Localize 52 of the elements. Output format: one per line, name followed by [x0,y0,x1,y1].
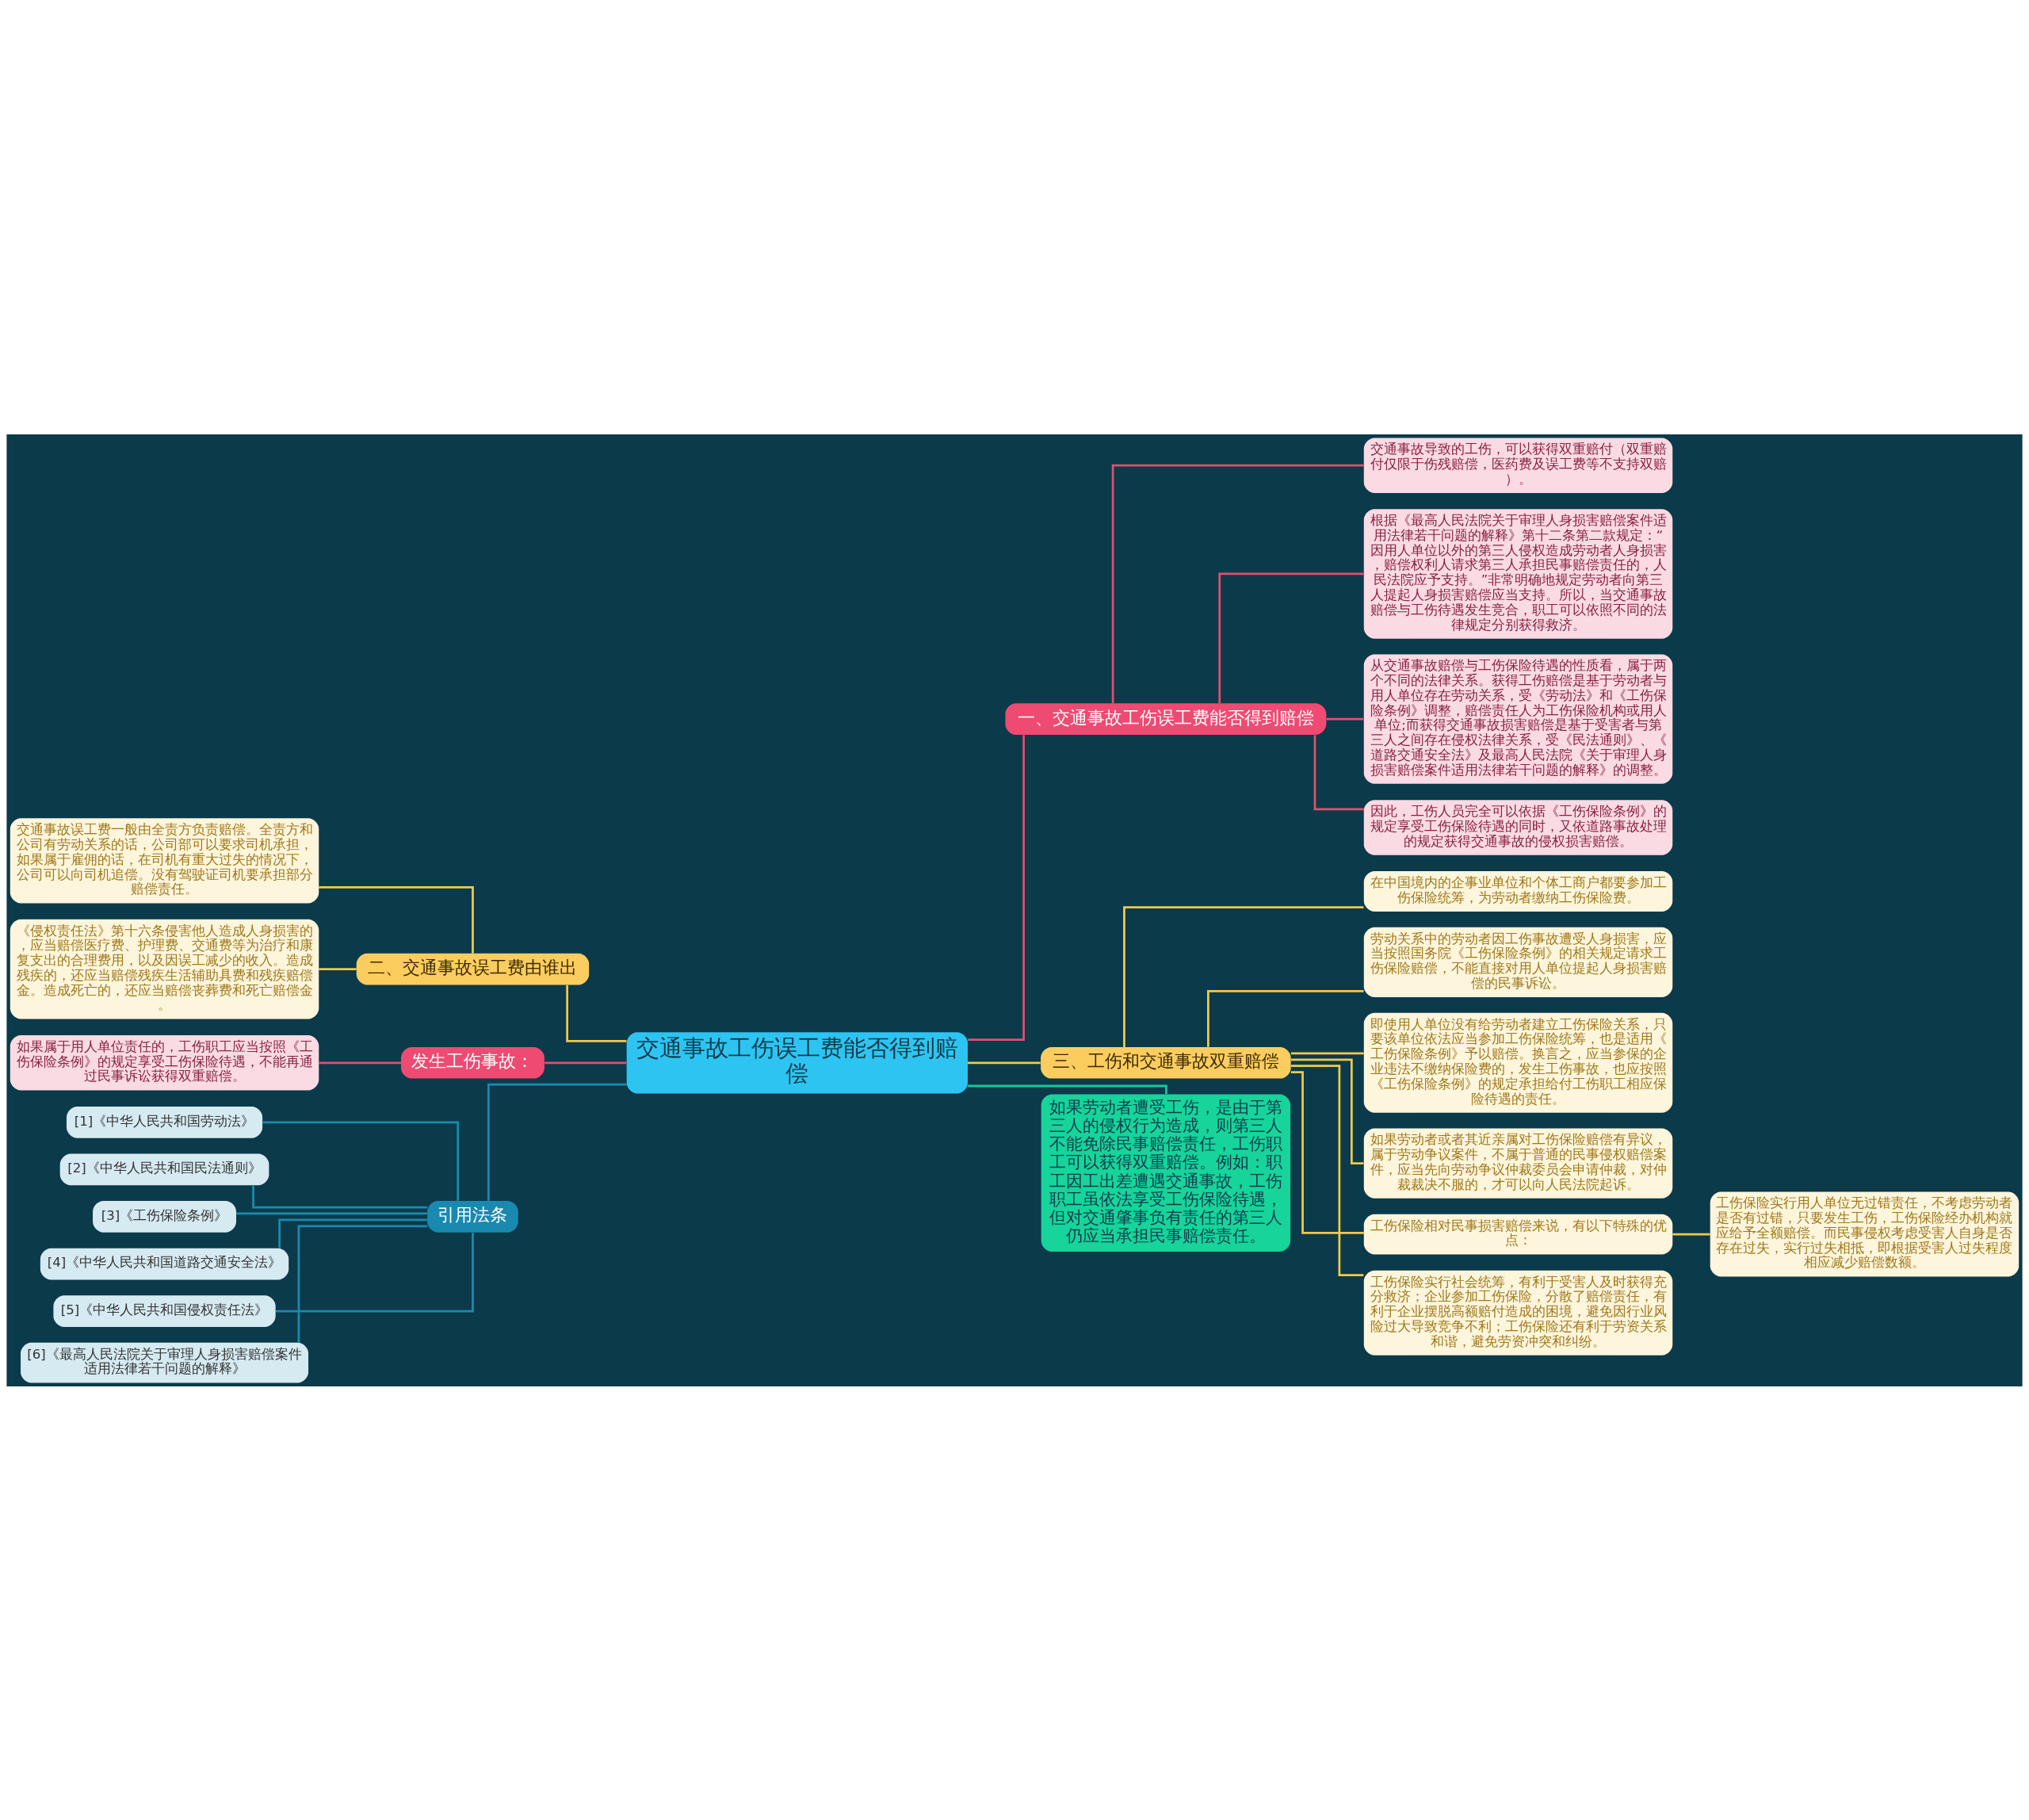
connector [1218,572,1364,703]
connector [1111,464,1364,703]
node-box: 一、交通事故工伤误工费能否得到赔偿 [1005,702,1327,735]
node-box: 工伤保险相对民事损害赔偿来说，有以下特殊的优点： [1363,1214,1673,1254]
connector [1290,1057,1364,1164]
connector [545,1061,627,1064]
connector [1207,989,1364,1047]
connector [968,1061,1041,1064]
connector [262,1120,460,1201]
node-box: 交通事故导致的工伤，可以获得双重赔付（双重赔付仅限于伤残赔偿，医药费及误工费等不支持双赔）。 [1363,437,1673,493]
node-box: 交通事故误工费一般由全责方负责赔偿。全责方和公司有劳动关系的话，公司部可以要求司机承担，如果属于雇佣的话，在司机有重大过失的情况下，公司可以向司机追偿。没有驾驶证司机要承担部分赔偿责任。 [10,817,319,903]
connector [487,1083,627,1201]
connector [319,885,474,954]
connector [1290,1051,1364,1054]
node-box: 发生工伤事故： [401,1046,545,1079]
connector [1290,1064,1364,1276]
connector [1290,1070,1364,1234]
node-box: 劳动关系中的劳动者因工伤事故遭受人身损害，应当按照国务院《工伤保险条例》的相关规定请求工伤保险赔偿，不能直接对用人单位提起人身损害赔偿的民事诉讼。 [1363,927,1673,997]
connector [275,1232,474,1312]
node-box: [2]《中华人民共和国民法通则》 [59,1153,269,1185]
connector [319,1061,401,1064]
node-box: 工伤保险实行社会统筹，有利于受害人及时获得充分救济；企业参加工伤保险，分散了赔偿责任，有利于企业摆脱高额赔付造成的困境，避免因行业风险过大导致竞争不利；工伤保险还有利于劳资关系和谐，避免劳资冲突和纠纷。 [1363,1270,1673,1355]
node-box: [4]《中华人民共和国道路交通安全法》 [40,1248,289,1279]
connector [1672,1233,1710,1235]
connector [278,1218,427,1248]
connector [968,734,1025,1041]
node-box: 如果属于用人单位责任的，工伤职工应当按照《工伤保险条例》的规定享受工伤保险待遇，不能再通过民事诉讼获得双重赔偿。 [10,1034,319,1090]
node-box: 如果劳动者遭受工伤，是由于第三人的侵权行为造成，则第三人不能免除民事赔偿责任，工伤职工可以获得双重赔偿。例如：职工因工出差遭遇交通事故，工伤职工虽依法享受工伤保险待遇，但对交通肇事负有责任的第三人仍应当承担民事赔偿责任。 [1041,1094,1291,1252]
node-box: 三、工伤和交通事故双重赔偿 [1041,1046,1291,1079]
connector [297,1225,428,1343]
node-box: [6]《最高人民法院关于审理人身损害赔偿案件适用法律若干问题的解释》 [21,1342,309,1383]
node-box: 二、交通事故误工费由谁出 [356,953,590,985]
node-box: 从交通事故赔偿与工伤保险待遇的性质看，属于两个不同的法律关系。获得工伤赔偿是基于劳动者与用人单位存在劳动关系，受《劳动法》和《工伤保险条例》调整，赔偿责任人为工伤保险机构或用人单位;而获得交通事故损害赔偿是基于受害者与第三人之间存在侵权法律关系，受《民法通则》、《道路交通安全法》及最高人民法院《关于审理人身损害赔偿案件适用法律若干问题的解释》的调整。 [1363,654,1673,784]
node-box: 因此，工伤人员完全可以依据《工伤保险条例》的规定享受工伤保险待遇的同时，又依道路事故处理的规定获得交通事故的侵权损害赔偿。 [1363,799,1673,855]
node-box: [5]《中华人民共和国侵权责任法》 [53,1294,276,1327]
node-box: 根据《最高人民法院关于审理人身损害赔偿案件适用法律若干问题的解释》第十二条第二款规定：“因用人单位以外的第三人侵权造成劳动者人身损害，赔偿权利人请求第三人承担民事赔偿责任的，人民法院应予支持。”非常明确地规定劳动者向第三人提起人身损害赔偿应当支持。所以，当交通事故赔偿与工伤待遇发生竞合，职工可以依照不同的法律规定分别获得救济。 [1363,508,1673,639]
node-box: 在中国境内的企事业单位和个体工商户都要参加工伤保险统筹，为劳动者缴纳工伤保险费。 [1363,870,1673,912]
connector [1313,734,1364,810]
connector [252,1184,428,1208]
node-box: [1]《中华人民共和国劳动法》 [66,1106,263,1138]
node-box: 如果劳动者或者其近亲属对工伤保险赔偿有异议，属于劳动争议案件，不属于普通的民事侵权赔偿案件，应当先向劳动争议仲裁委员会申请仲裁，对仲裁裁决不服的，才可以向人民法院起诉。 [1363,1128,1673,1199]
node-box: 引用法条 [427,1200,518,1233]
node-box: [3]《工伤保险条例》 [93,1200,236,1233]
connector [319,967,357,970]
connector [236,1212,427,1214]
connector [1326,717,1364,720]
connector [566,985,627,1042]
node-box: 即使用人单位没有给劳动者建立工伤保险关系，只要该单位依法应当参加工伤保险统筹，也是适用《工伤保险条例》予以赔偿。换言之，应当参保的企业违法不缴纳保险费的，发生工伤事故，也应按照《工伤保险条例》的规定承担给付工伤职工相应保险待遇的责任。 [1363,1012,1673,1113]
connector [1123,905,1364,1047]
node-box: 工伤保险实行用人单位无过错责任，不考虑劳动者是否有过错，只要发生工伤，工伤保险经办机构就应给予全额赔偿。而民事侵权考虑受害人自身是否存在过失，实行过失相抵，即根据受害人过失程度相应减少赔偿数额。 [1710,1191,2019,1277]
node-box: 《侵权责任法》第十六条侵害他人造成人身损害的，应当赔偿医疗费、护理费、交通费等为治疗和康复支出的合理费用，以及因误工减少的收入。造成残疾的，还应当赔偿残疾生活辅助具费和残疾赔偿金。造成死亡的，还应当赔偿丧葬费和死亡赔偿金。 [10,919,319,1019]
node-box: 交通事故工伤误工费能否得到赔偿 [626,1031,968,1093]
